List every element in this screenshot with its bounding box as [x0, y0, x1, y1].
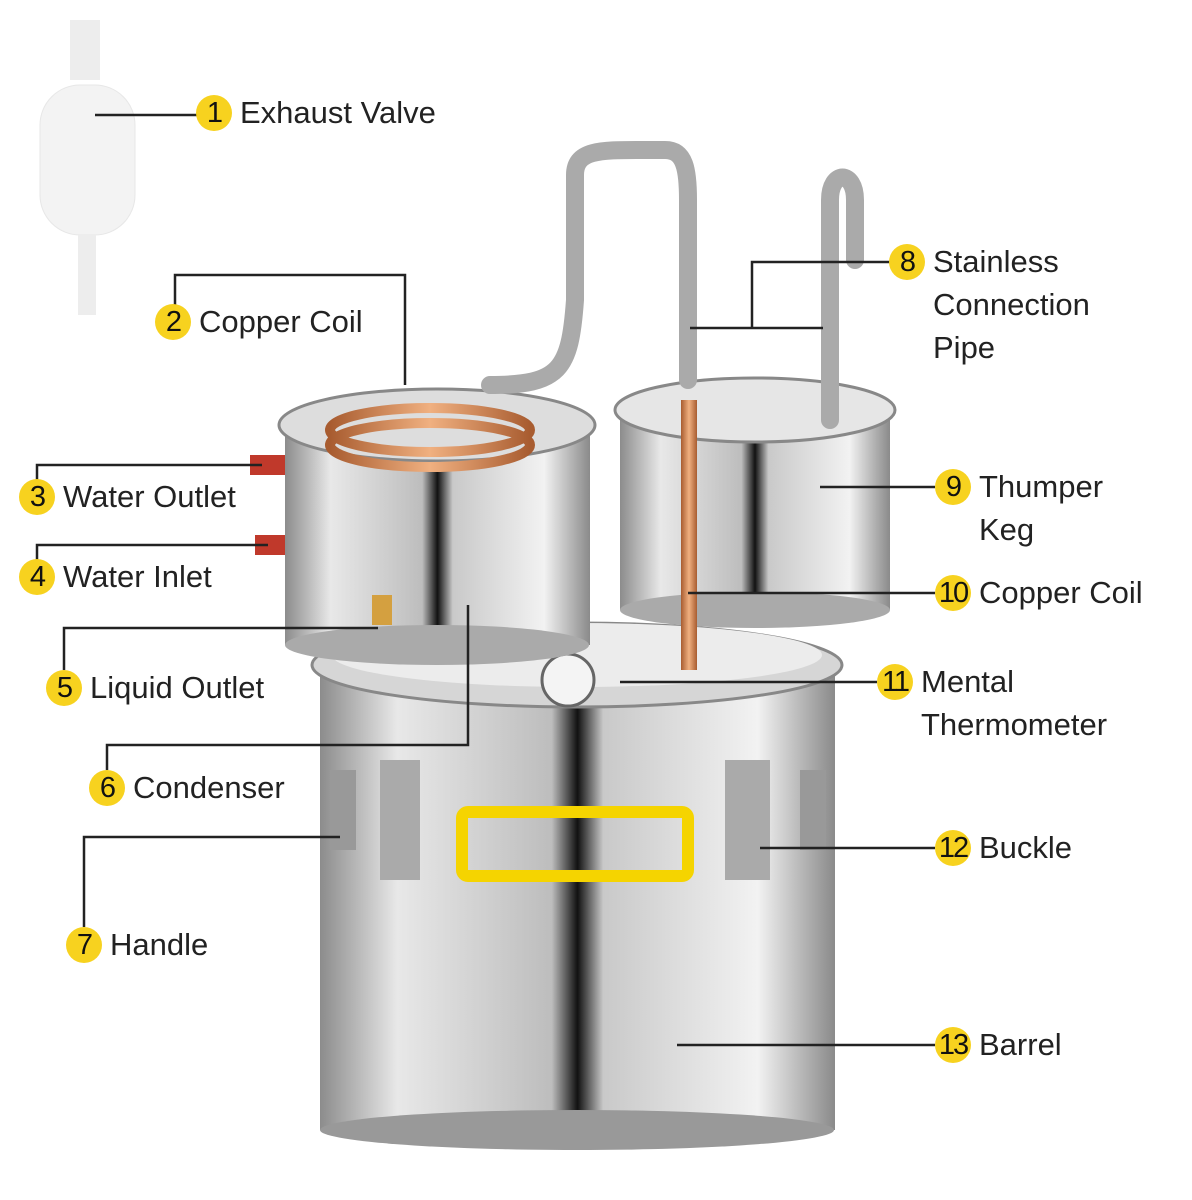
part-number-badge: 9 — [935, 469, 971, 505]
part-number-badge: 10 — [935, 575, 971, 611]
part-number-badge: 4 — [19, 559, 55, 595]
part-label: Buckle — [979, 830, 1073, 865]
part-label: Handle — [110, 927, 209, 962]
part-label: Water Inlet — [63, 559, 212, 594]
callout-stainless-connection-pipe: 8 Stainless Connection Pipe — [889, 244, 1090, 369]
callout-liquid-outlet: 5 Liquid Outlet — [46, 670, 264, 709]
callout-water-inlet: 4 Water Inlet — [19, 559, 212, 598]
callout-thermometer: 11 Mental Thermometer — [877, 664, 1107, 746]
callout-copper-coil-thumper: 10 Copper Coil — [935, 575, 1143, 614]
part-label: Exhaust Valve — [240, 95, 436, 130]
callout-thumper-keg: 9 Thumper Keg — [935, 469, 1103, 551]
part-number-badge: 11 — [877, 664, 913, 700]
part-number-badge: 3 — [19, 479, 55, 515]
exhaust-valve-illustration — [39, 20, 136, 315]
part-number-badge: 1 — [196, 95, 232, 131]
part-number-badge: 13 — [935, 1027, 971, 1063]
part-number-badge: 12 — [935, 830, 971, 866]
part-label: Copper Coil — [979, 575, 1143, 610]
part-label: Copper Coil — [199, 304, 363, 339]
part-label: Thumper Keg — [979, 469, 1104, 547]
callout-copper-coil-condenser: 2 Copper Coil — [155, 304, 363, 343]
callout-exhaust-valve: 1 Exhaust Valve — [196, 95, 436, 134]
callout-handle: 7 Handle — [66, 927, 208, 966]
part-number-badge: 7 — [66, 927, 102, 963]
part-number-badge: 2 — [155, 304, 191, 340]
callout-barrel: 13 Barrel — [935, 1027, 1062, 1066]
part-number-badge: 6 — [89, 770, 125, 806]
part-label: Stainless Connection Pipe — [933, 244, 1090, 365]
callout-water-outlet: 3 Water Outlet — [19, 479, 236, 518]
barrel-illustration — [310, 621, 844, 1150]
connection-pipes — [481, 141, 864, 429]
part-number-badge: 5 — [46, 670, 82, 706]
part-label: Mental Thermometer — [921, 664, 1108, 742]
callout-condenser: 6 Condenser — [89, 770, 285, 809]
part-label: Water Outlet — [63, 479, 236, 514]
part-label: Barrel — [979, 1027, 1062, 1062]
leader-lines — [35, 113, 935, 1047]
condenser-illustration — [250, 387, 597, 665]
part-label: Liquid Outlet — [90, 670, 265, 705]
part-label: Condenser — [133, 770, 285, 805]
part-number-badge: 8 — [889, 244, 925, 280]
callout-buckle: 12 Buckle — [935, 830, 1072, 869]
